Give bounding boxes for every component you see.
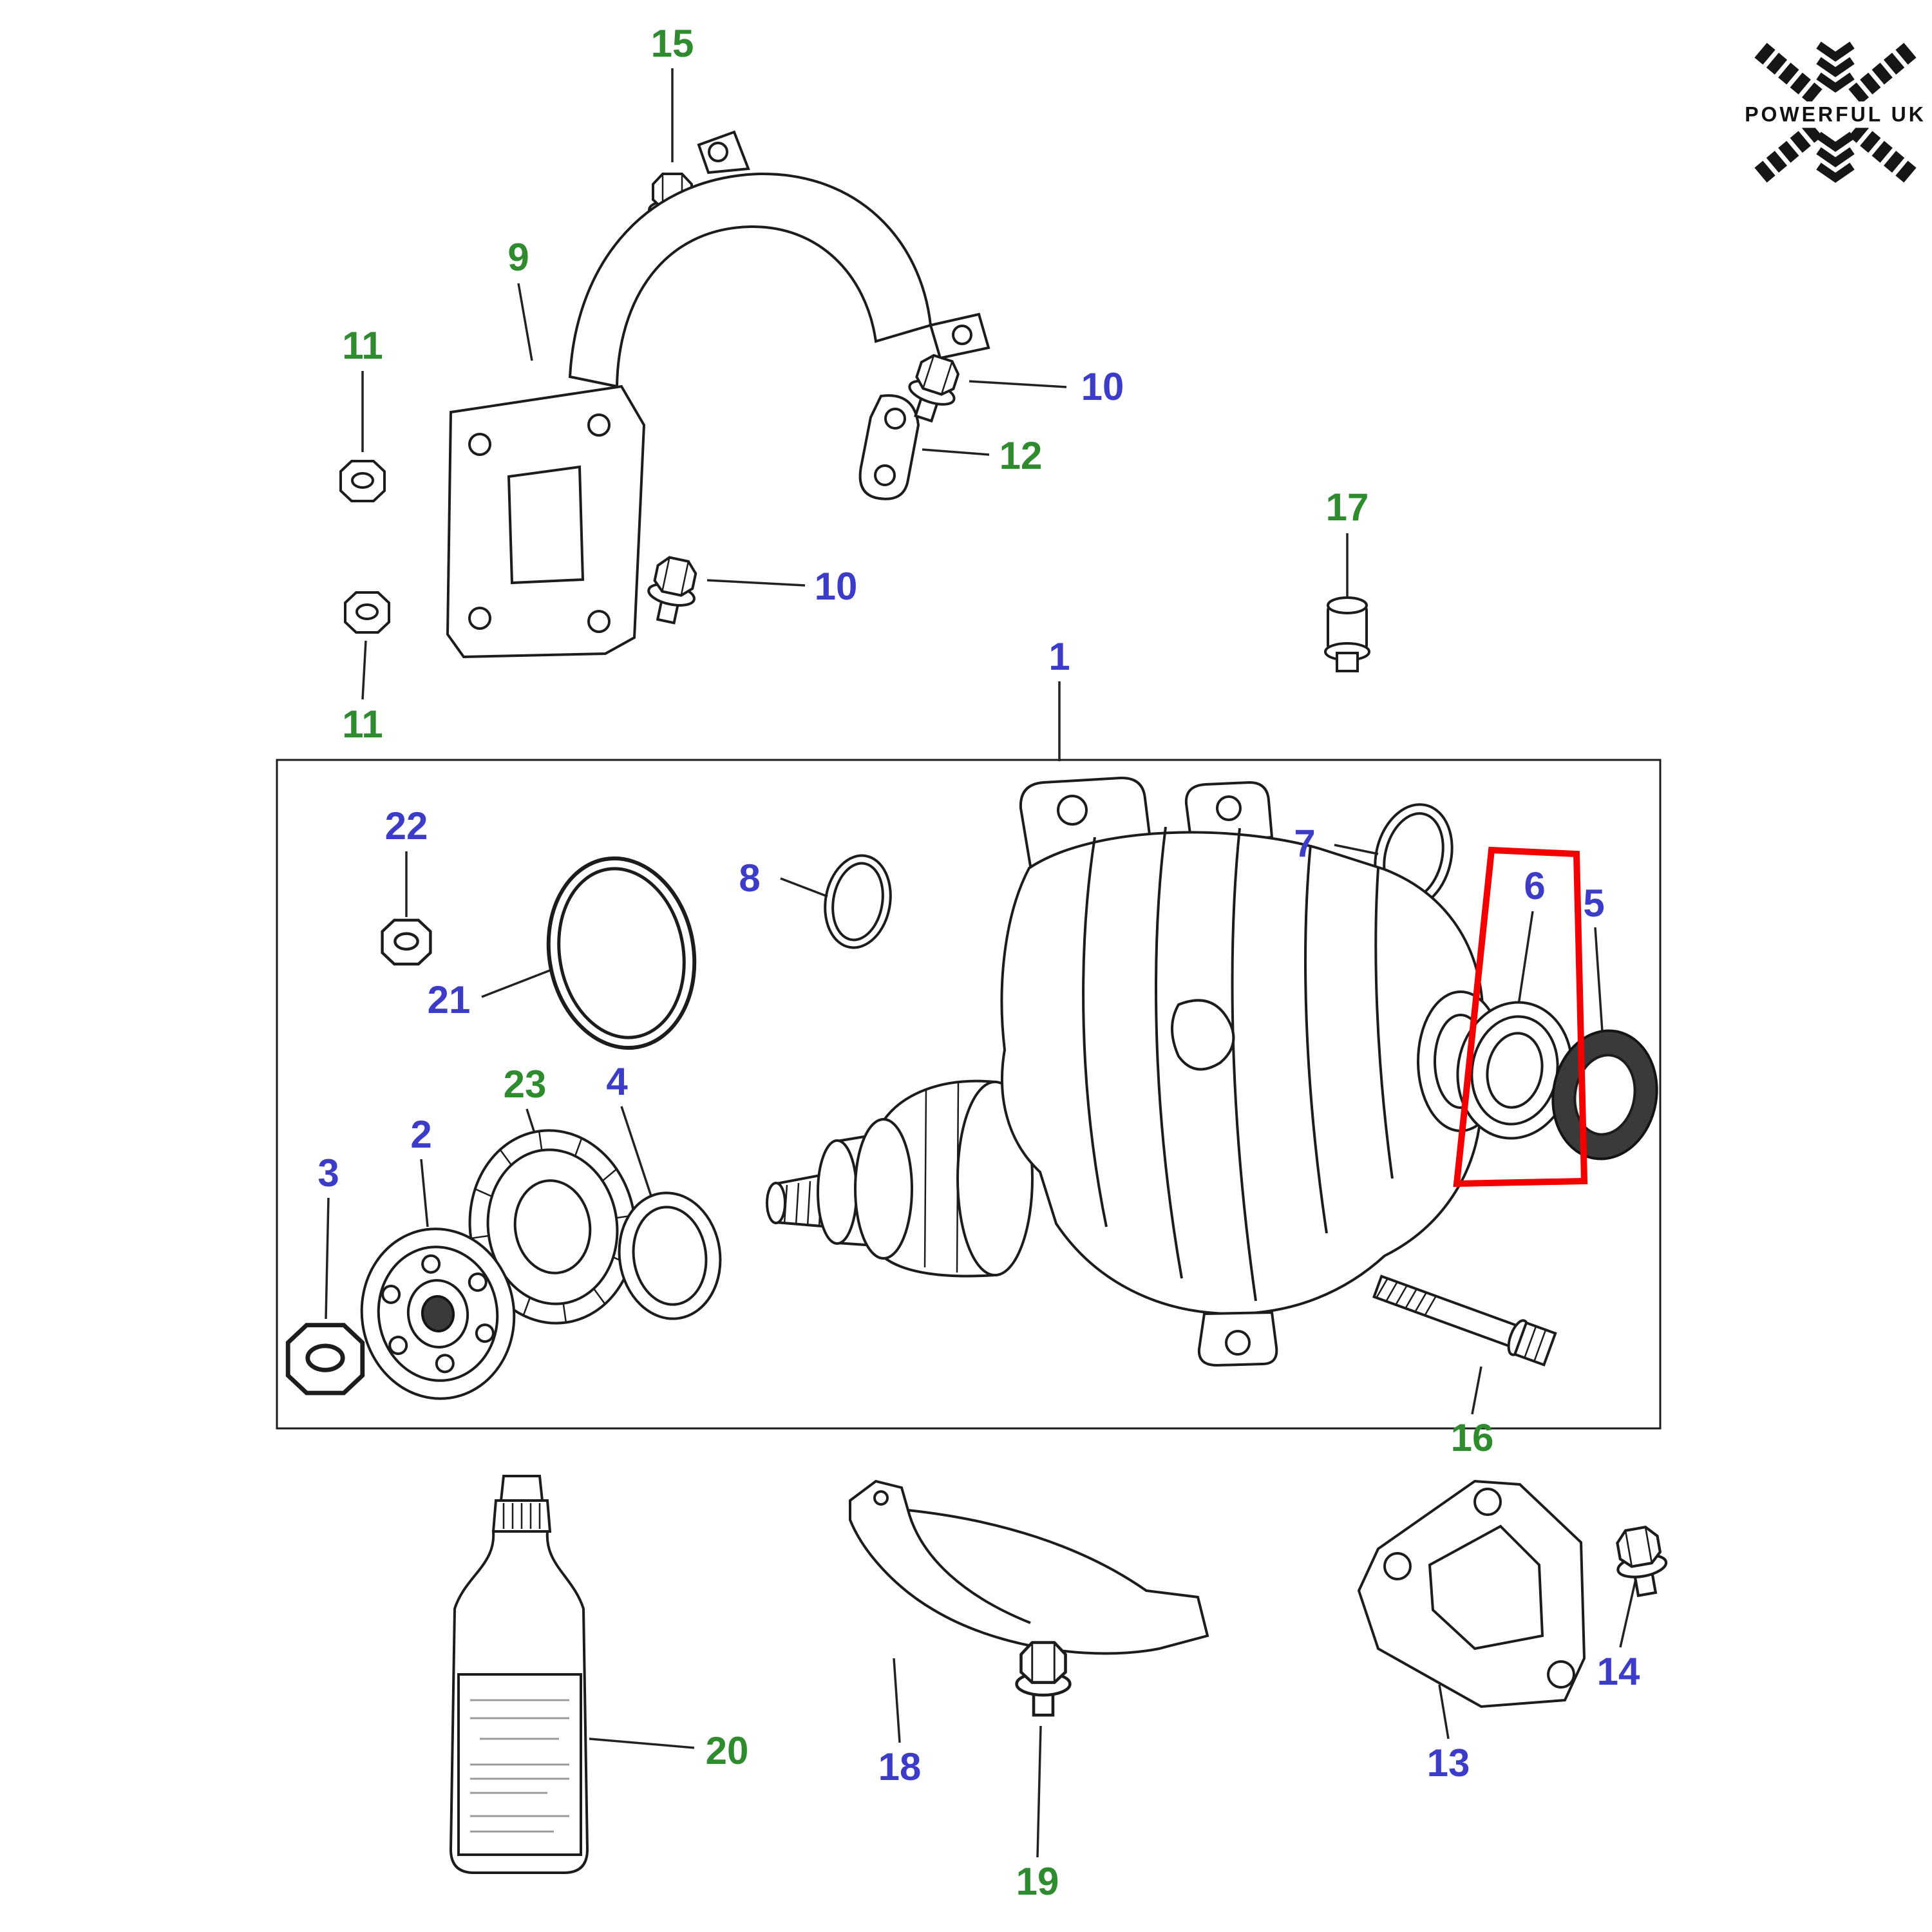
part-label-5: 5	[1583, 882, 1605, 925]
part-17-breather-plug	[1324, 596, 1370, 672]
part-label-17: 17	[1325, 486, 1369, 529]
part-label-13: 13	[1426, 1741, 1470, 1785]
part-label-3: 3	[317, 1151, 339, 1195]
part-16-bolt	[1372, 1274, 1557, 1367]
part-2-flange	[360, 1227, 516, 1400]
front-coupling-housing	[766, 1079, 1034, 1278]
part-label-22: 22	[384, 804, 428, 848]
part-22-nut	[383, 920, 431, 964]
part-3-nut	[288, 1325, 363, 1393]
leader-lines	[325, 68, 1637, 1858]
part-label-18: 18	[878, 1745, 922, 1788]
part-11-nut-lower	[344, 591, 390, 634]
part-label-12: 12	[999, 434, 1043, 477]
part-9-heat-shield	[446, 130, 990, 659]
part-label-1: 1	[1048, 635, 1070, 678]
part-label-6: 6	[1524, 864, 1546, 907]
part-6-highlight-box	[1453, 846, 1588, 1188]
part-4-seal	[618, 1191, 722, 1320]
part-19-bolt	[1017, 1643, 1070, 1716]
part-label-19: 19	[1016, 1860, 1059, 1903]
part-21-gasket-ring	[546, 856, 697, 1050]
main-diagram-frame	[276, 759, 1662, 1430]
powerful-uk-logo	[1754, 41, 1917, 183]
part-label-7: 7	[1294, 822, 1316, 865]
part-label-20: 20	[705, 1729, 749, 1772]
part-label-10-upper: 10	[1081, 365, 1124, 408]
part-label-2: 2	[410, 1113, 432, 1156]
part-label-11-lower: 11	[342, 703, 383, 746]
part-20-fluid-bottle	[449, 1475, 589, 1874]
part-label-8: 8	[739, 857, 761, 900]
part-13-bracket	[1357, 1479, 1586, 1709]
part-8-oring	[824, 854, 892, 949]
part-label-10-lower: 10	[814, 565, 858, 608]
logo-wordmark: POWERFUL UK	[1739, 101, 1931, 128]
part-12-strap	[858, 394, 920, 500]
part-label-14: 14	[1596, 1650, 1640, 1693]
part-14-bolt	[1611, 1524, 1671, 1598]
part-label-11-upper: 11	[342, 324, 383, 367]
part-label-4: 4	[606, 1060, 628, 1103]
part-label-16: 16	[1450, 1416, 1494, 1459]
part-18-cover	[849, 1479, 1209, 1655]
part-label-21: 21	[427, 978, 471, 1021]
part-label-9: 9	[507, 236, 529, 279]
part-11-nut-upper	[339, 460, 386, 502]
part-10-bolt-lower	[641, 553, 703, 627]
part-label-23: 23	[503, 1063, 547, 1106]
part-label-15: 15	[650, 22, 694, 65]
